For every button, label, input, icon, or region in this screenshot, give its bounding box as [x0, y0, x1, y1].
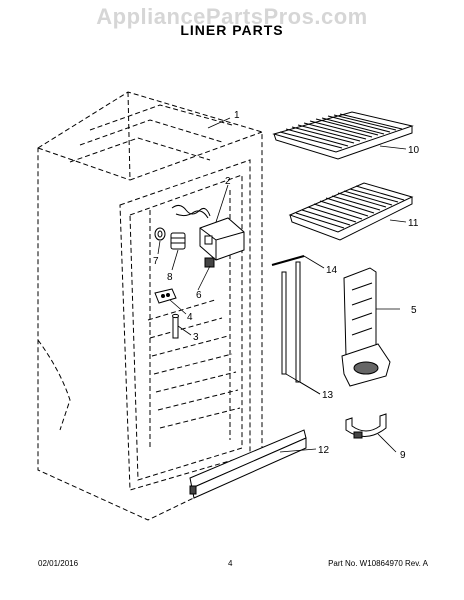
page-title: LINER PARTS [180, 22, 284, 38]
wire-shelf-upper [272, 111, 414, 160]
wire-shelf-lower [288, 182, 414, 241]
callout-3: 3 [193, 332, 199, 343]
footer-date: 02/01/2016 [38, 559, 79, 568]
callout-13: 13 [322, 390, 334, 401]
sensor [172, 313, 179, 339]
bracket [345, 413, 387, 439]
footer-part-number: Part No. W10864970 Rev. A [328, 559, 428, 568]
callout-1: 1 [234, 110, 240, 121]
callout-6: 6 [196, 290, 202, 301]
callout-14: 14 [326, 265, 338, 276]
watermark: AppliancePartsPros.com [96, 4, 368, 29]
callout-7: 7 [153, 256, 159, 267]
footer-page-number: 4 [228, 559, 233, 568]
cabinet-liner [37, 91, 263, 521]
trim-strips [281, 261, 301, 383]
callout-9: 9 [400, 450, 406, 461]
knob-parts [154, 227, 186, 250]
light-cover [154, 288, 177, 304]
light-socket [204, 257, 215, 268]
trim-strip-small [271, 255, 305, 266]
callout-5: 5 [411, 305, 417, 316]
callout-4: 4 [187, 312, 193, 323]
kick-plate [189, 429, 307, 499]
callout-2: 2 [225, 176, 231, 187]
callout-12: 12 [318, 445, 330, 456]
callout-10: 10 [408, 145, 420, 156]
control-housing [171, 204, 245, 261]
air-duct [341, 267, 391, 387]
callout-8: 8 [167, 272, 173, 283]
leader-lines [157, 117, 407, 453]
callout-11: 11 [408, 218, 419, 229]
